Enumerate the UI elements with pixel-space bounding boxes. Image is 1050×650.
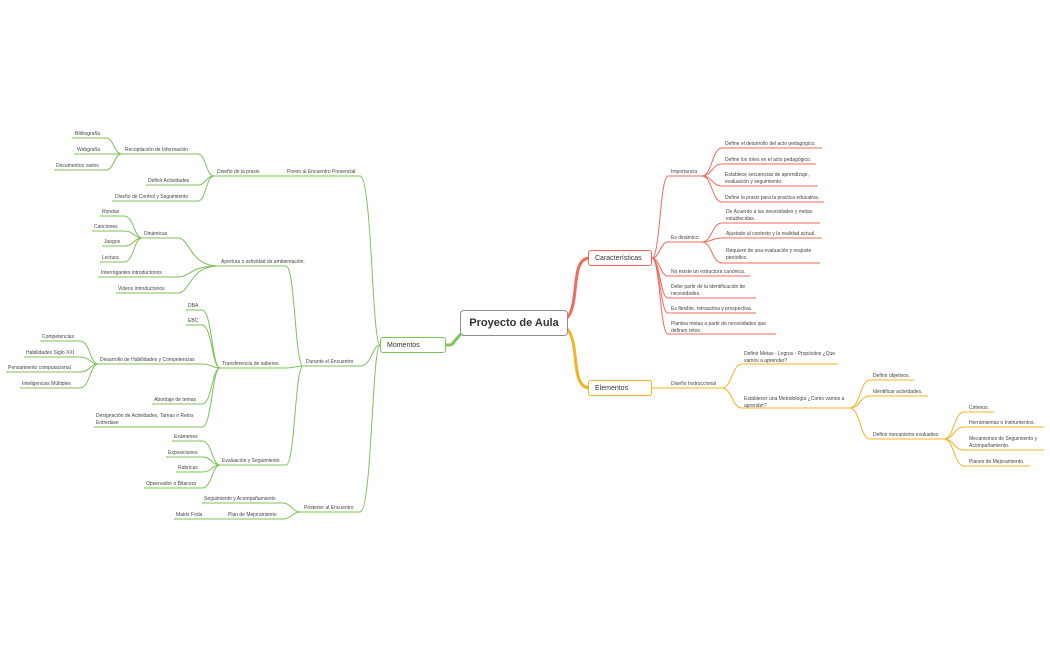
root-topic[interactable]: Proyecto de Aula [460,310,568,336]
node-definir-objetivos[interactable]: Definir objetivos. [873,373,910,379]
node-dinamico[interactable]: Es dinámico: [671,235,700,241]
node-pensamiento[interactable]: Pensamiento computacional [8,365,71,371]
node-interrogantes[interactable]: Interrogantes introductorios [101,270,162,276]
node-plan[interactable]: Plan de Mejoramiento [228,512,277,518]
node-ebc[interactable]: EBC [188,318,199,324]
node-definir-metas[interactable]: Definir Metas - Logros - Propósitos ¿Que… [744,351,836,364]
node-habilidades[interactable]: Habilidades Siglo XXI [26,350,75,356]
node-videos[interactable]: Videos introductorios [118,286,165,292]
link-root-elementos [566,328,592,390]
link-root-caracteristicas [566,256,592,319]
node-bibliografia[interactable]: Bibliografía [75,131,101,137]
node-dinamico-1[interactable]: De Acuerdo a las necesidades y metas est… [726,209,813,222]
node-examenes[interactable]: Exámenes [174,434,198,440]
node-matriz[interactable]: Matriz Foda [176,512,203,518]
node-dba[interactable]: DBA [188,303,199,309]
node-seguimiento[interactable]: Seguimiento y Acompañamiento [204,496,276,502]
node-diseno-instruccional[interactable]: Diseño Instruccional [671,381,717,387]
node-importancia[interactable]: Importancia [671,169,698,175]
node-importancia-4[interactable]: Define la praxis para la practica educat… [725,195,820,201]
node-rubricas[interactable]: Rubricas [178,465,198,471]
branch-caracteristicas[interactable]: Características [588,250,652,266]
link-root-momentos [444,333,462,347]
node-dinamicas[interactable]: Dinámicas [144,231,168,237]
node-designacion[interactable]: Designación de Actividades, Tareas o Ret… [96,413,194,426]
node-documentos[interactable]: Documentos varios [56,163,99,169]
node-importancia-1[interactable]: Define el desarrollo del acto pedagógico… [725,141,816,147]
node-importancia-2[interactable]: Define los roles en el acto pedagógico. [725,157,812,163]
node-rondas[interactable]: Rondas [102,209,120,215]
node-competencias[interactable]: Competencias [42,334,74,340]
node-exposiciones[interactable]: Exposiciones [168,450,198,456]
node-durante[interactable]: Durante el Encuentro [306,359,354,365]
node-establecer[interactable]: Establecer una Metodología ¿Como vamos a… [744,396,845,409]
branch-momentos[interactable]: Momentos [380,337,446,353]
node-webgrafia[interactable]: Webgrafía [77,147,100,153]
node-diseno-praxis[interactable]: Diseño de la praxis [217,169,260,175]
node-canonica[interactable]: No existe un estructura canónica. [671,269,746,275]
node-planes[interactable]: Planes de Mejoramiento. [969,459,1025,465]
node-mecanismo[interactable]: Definir mecanismo evaluativo. [873,432,940,438]
node-definir-actividades[interactable]: Definir Actividades [148,178,190,184]
node-desarrollo[interactable]: Desarrollo de Habilidades y Competencias [100,357,195,363]
node-inteligencias[interactable]: Inteligencias Múltiples [22,381,71,387]
node-metas[interactable]: Plantea metas a partir de necesidades qu… [671,321,767,334]
node-identificar[interactable]: Identificar actividades. [873,389,923,395]
node-abordaje[interactable]: Abordaje de temas [154,397,196,403]
node-importancia-3[interactable]: Establece secuencias de aprendizaje, eva… [725,172,809,185]
node-dinamico-3[interactable]: Requiere de una evaluación y reajuste pe… [726,248,812,261]
node-posterior[interactable]: Posterior al Encuentro [304,505,354,511]
node-criterios[interactable]: Criterios. [969,405,990,411]
node-previo[interactable]: Previo al Encuentro Presencial [287,169,356,175]
node-observador[interactable]: Observador o Bitacora [146,481,197,487]
node-evaluacion[interactable]: Evaluación y Seguimiento [222,458,280,464]
node-apertura[interactable]: Apertura o actividad de ambientación. [221,259,305,265]
node-mecanismos-seguimiento[interactable]: Mecanismos de Seguimiento y Acompañamien… [969,436,1038,449]
node-herramientas[interactable]: Herramientas o Instrumentos. [969,420,1035,426]
node-juegos[interactable]: Juegos [104,239,121,245]
branch-elementos[interactable]: Elementos [588,380,652,396]
node-lectura[interactable]: Lectura [102,255,119,261]
node-recopilacion[interactable]: Recopilación de Información [125,147,189,153]
node-canciones[interactable]: Canciones [94,224,118,230]
node-diseno-control[interactable]: Diseño de Control y Seguimiento [115,194,189,200]
node-flexible[interactable]: Es flexible, retroactiva y prospectiva. [671,306,753,312]
node-necesidades[interactable]: Debe partir de la identificación de nece… [671,284,746,297]
node-dinamico-2[interactable]: Ajustado al contexto y la realidad actua… [726,231,816,237]
node-transferencia[interactable]: Transferencia de saberes [222,361,279,367]
